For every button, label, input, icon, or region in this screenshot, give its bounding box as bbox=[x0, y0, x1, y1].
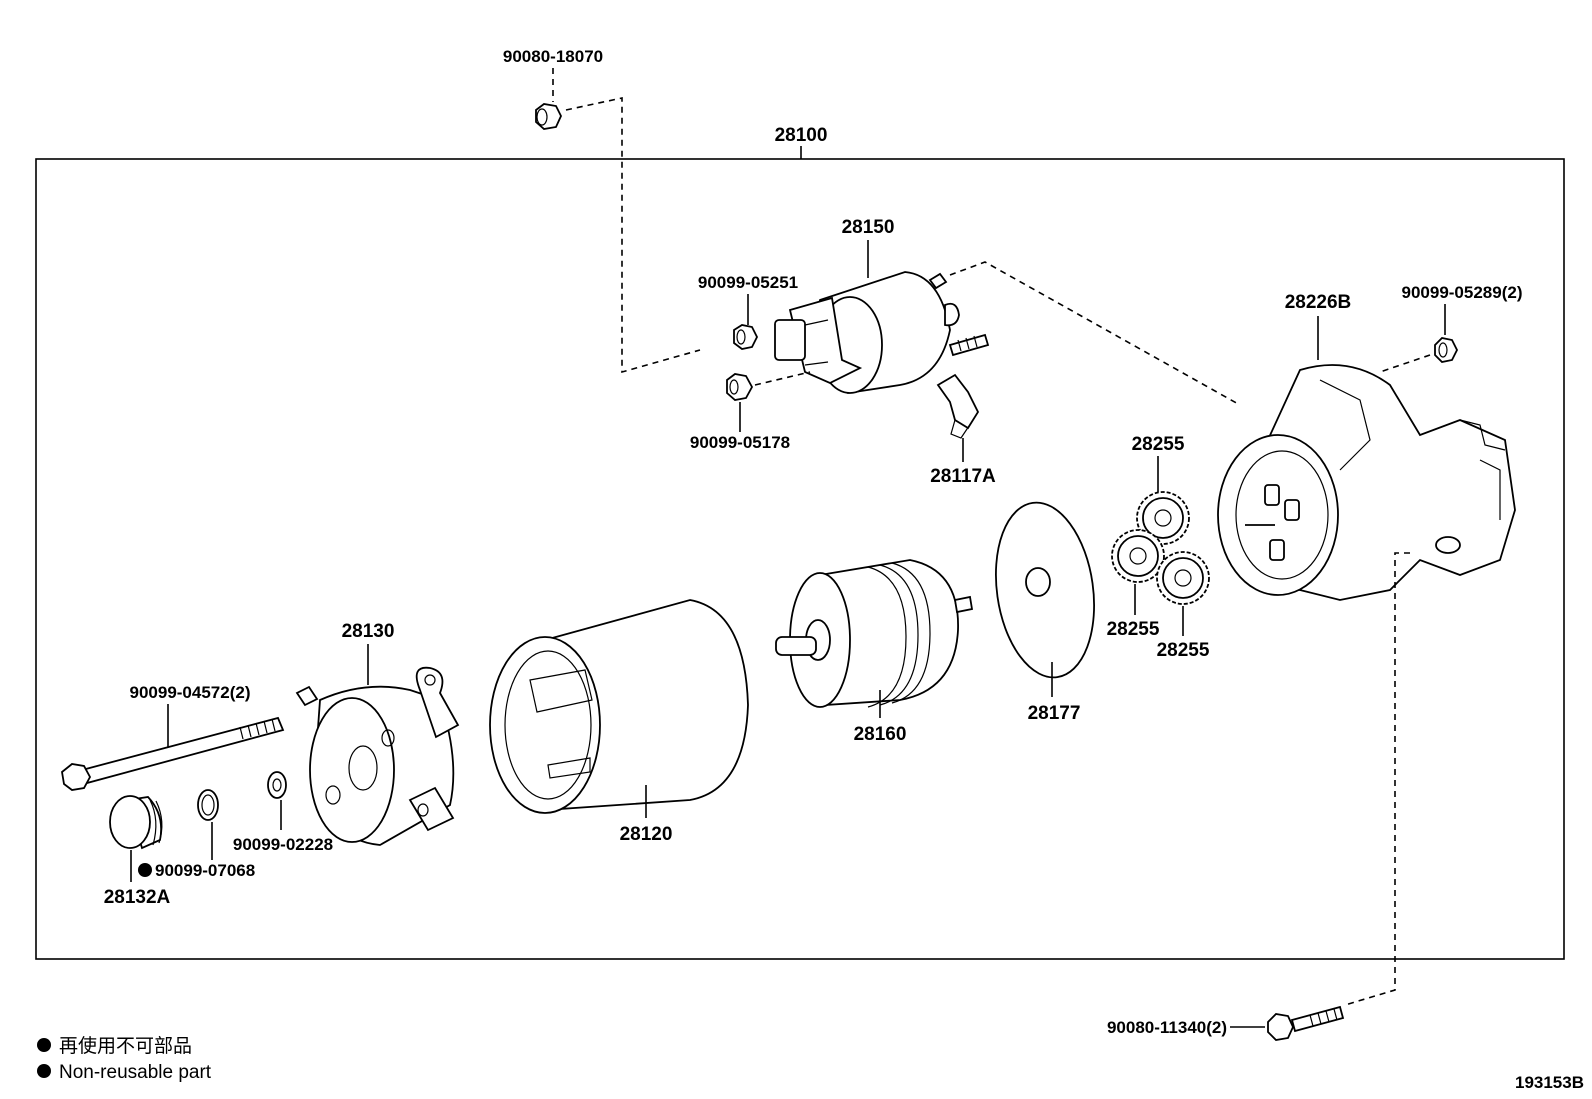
plate-icon bbox=[995, 501, 1095, 679]
legend-bullet-jp bbox=[37, 1038, 51, 1052]
assembly-frame bbox=[35, 158, 1565, 960]
label-nut-05178: 90099-05178 bbox=[690, 433, 790, 452]
label-washer-02228: 90099-02228 bbox=[233, 835, 333, 854]
non-reusable-marker bbox=[138, 863, 152, 877]
label-through-bolt: 90099-04572(2) bbox=[130, 683, 251, 702]
washer-02228-icon bbox=[267, 771, 287, 799]
end-frame-icon bbox=[295, 666, 460, 846]
label-armature: 28160 bbox=[854, 724, 907, 745]
label-gear-right: 28255 bbox=[1157, 640, 1210, 661]
diagram-code: 193153B bbox=[1515, 1073, 1584, 1092]
gear-top-icon bbox=[1136, 491, 1190, 545]
label-end-frame: 28130 bbox=[342, 621, 395, 642]
label-bottom-bolt: 90080-11340(2) bbox=[1107, 1018, 1227, 1037]
housing-icon bbox=[1217, 364, 1516, 601]
legend-en: Non-reusable part bbox=[59, 1062, 212, 1083]
label-nut-top: 90080-18070 bbox=[503, 47, 603, 66]
solenoid-icon bbox=[774, 271, 990, 394]
cap-icon bbox=[109, 795, 163, 850]
legend-jp: 再使用不可部品 bbox=[59, 1035, 192, 1057]
label-cap: 28132A bbox=[104, 887, 171, 908]
through-bolt-icon bbox=[61, 716, 285, 791]
nut-05289-icon bbox=[1434, 337, 1459, 363]
label-gear-top: 28255 bbox=[1132, 434, 1185, 455]
nut-05251-icon bbox=[733, 324, 759, 350]
label-solenoid: 28150 bbox=[842, 217, 895, 238]
oring-07068-icon bbox=[197, 789, 219, 821]
gear-right-icon bbox=[1156, 551, 1210, 605]
bottom-bolt-icon bbox=[1267, 1005, 1345, 1041]
label-oring-07068: 90099-07068 bbox=[155, 861, 255, 880]
plunger-icon bbox=[936, 373, 980, 439]
label-yoke: 28120 bbox=[620, 824, 673, 845]
assembly-label: 28100 bbox=[775, 125, 828, 146]
nut-05178-icon bbox=[726, 373, 754, 401]
label-plate: 28177 bbox=[1028, 703, 1081, 724]
label-plunger: 28117A bbox=[930, 466, 996, 487]
label-gear-left: 28255 bbox=[1107, 619, 1160, 640]
gear-left-icon bbox=[1111, 529, 1165, 583]
nut-top-icon bbox=[535, 103, 562, 130]
label-nut-05251: 90099-05251 bbox=[698, 273, 798, 292]
legend-bullet-en bbox=[37, 1064, 51, 1078]
label-housing: 28226B bbox=[1285, 292, 1352, 313]
armature-icon bbox=[775, 559, 974, 708]
yoke-icon bbox=[489, 599, 749, 814]
label-nut-05289: 90099-05289(2) bbox=[1402, 283, 1523, 302]
